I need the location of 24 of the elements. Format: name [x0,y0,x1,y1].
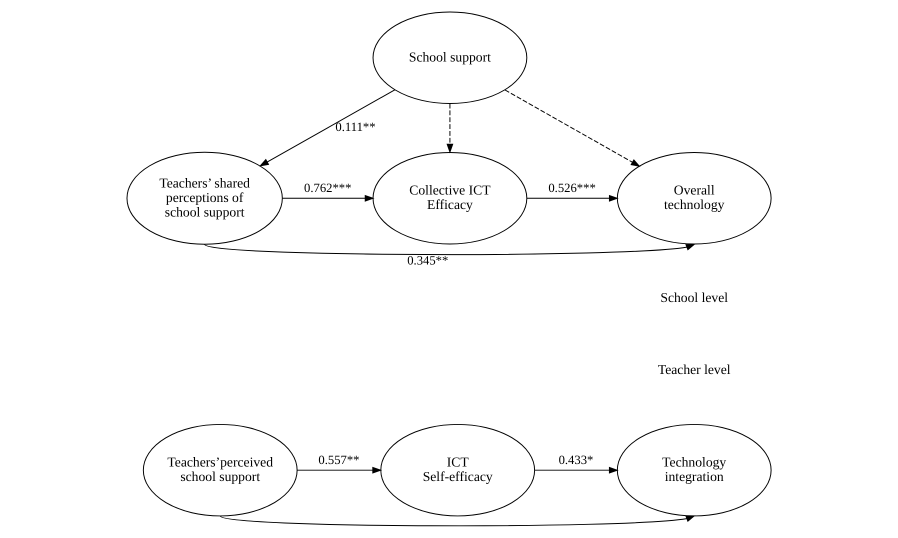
edge-label: 0.526*** [548,180,596,195]
edge-label: 0.557** [318,452,360,467]
edge-label: 0.762*** [304,180,352,195]
label: Teacher level [658,362,731,378]
arrow [446,103,454,154]
edge-label: 0.433* [558,452,594,467]
arrow [204,244,696,256]
arrow [504,90,641,167]
node-ellipse: Teachers’ shared perceptions of school support [126,152,283,245]
arrow [526,194,619,202]
edge-label: 0.345** [407,254,448,268]
node-ellipse: Technology integration [616,424,772,516]
edge-label: 0.111** [335,120,376,134]
node-ellipse: Teachers’perceived school support [142,424,298,516]
arrow [282,194,374,202]
arrow [259,89,396,167]
arrow [534,466,619,474]
node-ellipse: Collective ICT Efficacy [372,152,528,244]
node-ellipse: School support [372,12,528,104]
node-ellipse: Overall technology [616,152,772,244]
node-ellipse: ICT Self-efficacy [380,424,536,516]
arrow [296,466,382,474]
arrow [220,515,696,526]
label: School level [660,290,728,306]
